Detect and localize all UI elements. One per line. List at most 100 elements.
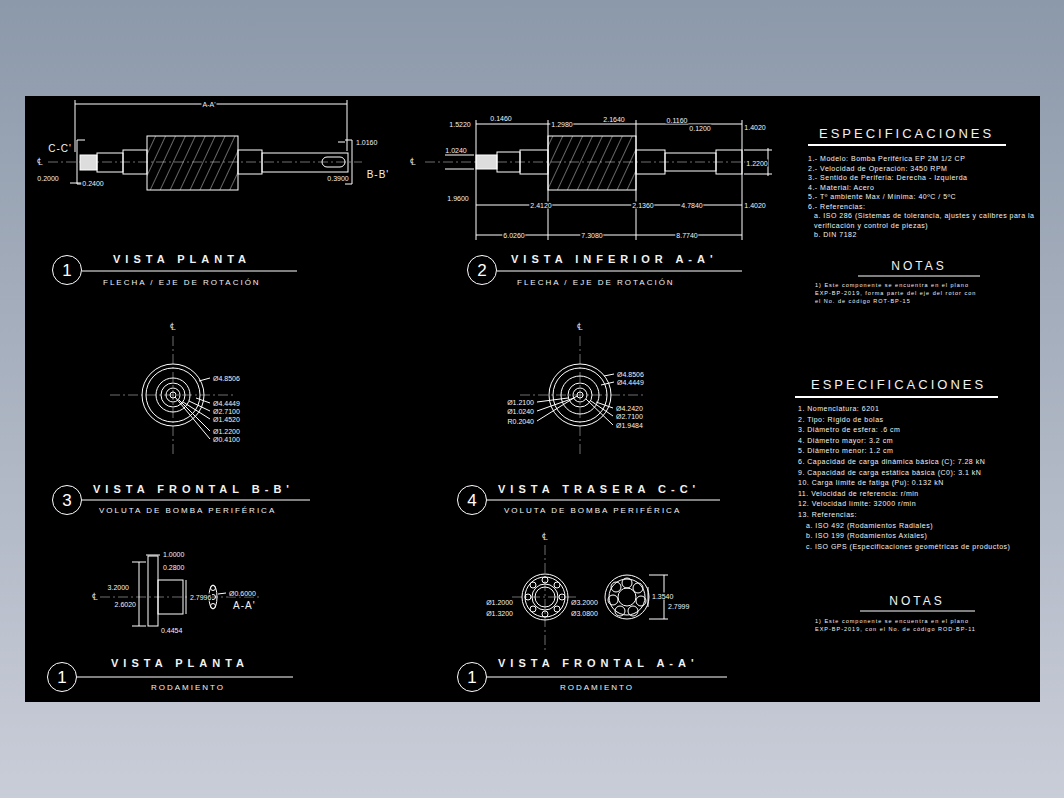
callout-circle: 1 — [47, 662, 77, 692]
dimension: Ø1.3200 — [485, 610, 514, 617]
callout-circle: 1 — [457, 662, 487, 692]
callout-number: 4 — [467, 492, 476, 509]
spec-item: b. DIN 7182 — [808, 230, 1036, 240]
dimension: 2.7996 — [189, 594, 212, 601]
spec-item: 3. Diámetro de esfera: .6 cm — [798, 425, 1038, 436]
dimension: 0.1160 — [666, 117, 689, 124]
notes-heading: NOTAS — [888, 595, 945, 607]
callout-circle: 3 — [52, 485, 82, 515]
view-subtitle: RODAMIENTO — [150, 684, 226, 692]
dimension: Ø1.2200 — [212, 428, 241, 435]
view-title: VISTA TRASERA C-C' — [497, 484, 701, 495]
dimension: Ø0.6000 — [228, 590, 257, 597]
spec-item: c. ISO GPS (Especificaciones geométricas… — [798, 542, 1038, 553]
centerline-mark: ℄ — [576, 322, 584, 332]
dimension: 1.0240 — [444, 147, 467, 154]
spec-item: 13. Referencias: — [798, 510, 1038, 521]
dimension: 1.4020 — [743, 202, 766, 209]
spec-item: 12. Velocidad límite: 32000 r/min — [798, 499, 1038, 510]
callout-circle: 2 — [467, 255, 497, 285]
centerline-mark: ℄ — [169, 322, 177, 332]
dimension: 2.1360 — [631, 202, 654, 209]
dimension: Ø3.0800 — [570, 610, 599, 617]
callout-circle: 1 — [52, 255, 82, 285]
dimension: 8.7740 — [675, 232, 698, 239]
view-title: VISTA PLANTA — [112, 254, 252, 265]
spec-item: 5. Diámetro menor: 1.2 cm — [798, 446, 1038, 457]
dimension: Ø1.2000 — [485, 599, 514, 606]
spec-heading: ESPECIFICACIONES — [818, 127, 995, 140]
section-mark: A-A' — [232, 601, 257, 611]
spec-item: 6.- Referencias: — [808, 202, 1036, 212]
dimension: 1.2200 — [745, 160, 768, 167]
dimension: 1.5220 — [448, 121, 471, 128]
view-title: VISTA FRONTAL B-B' — [92, 484, 295, 495]
dimension: Ø4.2420 — [615, 405, 644, 412]
spec-item: 1.- Modelo: Bomba Periférica EP 2M 1/2 C… — [808, 154, 1036, 164]
dimension: 1.9600 — [446, 195, 469, 202]
spec-item: b. ISO 199 (Rodamientos Axiales) — [798, 531, 1038, 542]
dimension: A-A' — [201, 101, 216, 108]
spec-item: 5.- Tº ambiente Max / Mínima: 40ºC / 5ºC — [808, 192, 1036, 202]
section-mark: B-B' — [366, 170, 391, 180]
dimension: 0.2800 — [162, 564, 185, 571]
dimension: 2.4120 — [529, 202, 552, 209]
spec-heading: ESPECIFICACIONES — [810, 378, 987, 391]
centerline-mark: ℄ — [36, 157, 44, 167]
view-subtitle: FLECHA / EJE DE ROTACIÓN — [516, 279, 676, 287]
dimension: Ø4.8506 — [212, 375, 241, 382]
dimension: 1.2980 — [550, 121, 573, 128]
spec-item: 2.- Velocidad de Operación: 3450 RPM — [808, 164, 1036, 174]
dimension: 0.1460 — [489, 115, 512, 122]
dimension: 0.4454 — [160, 627, 183, 634]
spec-item: 10. Carga límite de fatiga (Pu): 0.132 k… — [798, 478, 1038, 489]
dimension: Ø4.8506 — [616, 371, 645, 378]
note-text: 1) Este componente se encuentra en el pl… — [815, 617, 980, 633]
dimension: 0.1200 — [688, 125, 711, 132]
callout-circle: 4 — [457, 485, 487, 515]
spec-item: 1. Nomenclatura: 6201 — [798, 404, 1038, 415]
callout-number: 3 — [62, 492, 71, 509]
spec-list: 1. Nomenclatura: 62012. Tipo: Rígido de … — [798, 404, 1038, 552]
dimension: 1.0160 — [355, 139, 378, 146]
dimension: 1.0000 — [162, 551, 185, 558]
spec-item: 9. Capacidad de carga estática básica (C… — [798, 468, 1038, 479]
view-title: VISTA PLANTA — [110, 658, 250, 669]
view-subtitle: RODAMIENTO — [559, 684, 635, 692]
spec-item: 2. Tipo: Rígido de bolas — [798, 415, 1038, 426]
spec-item: 11. Velocidad de referencia: r/min — [798, 489, 1038, 500]
view-subtitle: VOLUTA DE BOMBA PERIFÉRICA — [98, 507, 277, 515]
dimension: 4.7840 — [680, 202, 703, 209]
spec-item: a. ISO 492 (Rodamientos Radiales) — [798, 521, 1038, 532]
spec-item: 4. Diámetro mayor: 3.2 cm — [798, 436, 1038, 447]
spec-item: a. ISO 286 (Sistemas de tolerancia, ajus… — [808, 211, 1036, 230]
dimension: 0.2400 — [81, 180, 104, 187]
note-text: 1) Este componente se encuentra en el pl… — [815, 281, 980, 305]
dimension: 0.2000 — [36, 175, 59, 182]
callout-number: 1 — [57, 669, 66, 686]
spec-list: 1.- Modelo: Bomba Periférica EP 2M 1/2 C… — [808, 154, 1036, 240]
spec-list: 1) Este componente se encuentra en el pl… — [815, 281, 980, 305]
view-subtitle: FLECHA / EJE DE ROTACIÓN — [102, 279, 262, 287]
centerline-mark: ℄ — [409, 157, 417, 167]
view-title: VISTA FRONTAL A-A' — [497, 658, 700, 669]
dimension: Ø4.4449 — [212, 400, 241, 407]
dimension: Ø2.7100 — [212, 408, 241, 415]
spec-item: 6. Capacidad de carga dinámica básica (C… — [798, 457, 1038, 468]
dimension: R0.2040 — [507, 418, 535, 425]
dimension: Ø2.7100 — [615, 413, 644, 420]
spec-item: 3.- Sentido de Periferia: Derecha - Izqu… — [808, 173, 1036, 183]
view-subtitle: VOLUTA DE BOMBA PERIFÉRICA — [503, 507, 682, 515]
spec-item: 4.- Material: Acero — [808, 183, 1036, 193]
dimension: Ø1.2100 — [506, 399, 535, 406]
dimension: Ø1.0240 — [506, 408, 535, 415]
centerline-mark: ℄ — [91, 592, 99, 602]
dimension: 2.1640 — [602, 116, 625, 123]
centerline-mark: ℄ — [541, 532, 549, 542]
view-title: VISTA INFERIOR A-A' — [510, 254, 719, 265]
dimension: Ø1.9484 — [615, 422, 644, 429]
dimension: 7.3080 — [580, 232, 603, 239]
notes-heading: NOTAS — [890, 260, 947, 272]
dimension: Ø4.4449 — [616, 379, 645, 386]
dimension: Ø1.4520 — [212, 416, 241, 423]
